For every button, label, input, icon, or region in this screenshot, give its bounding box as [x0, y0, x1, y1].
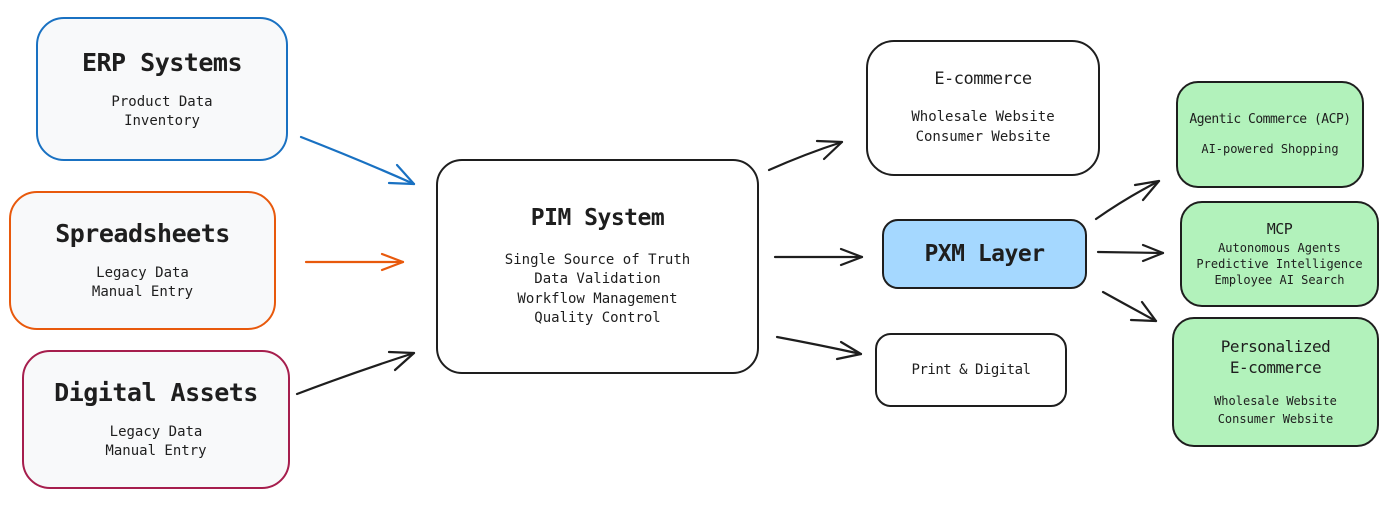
- ecommerce-detail-line: Consumer Website: [915, 129, 1051, 145]
- arrow-pim-to-print: [775, 335, 863, 361]
- pxm-layer-box: PXM Layer: [882, 219, 1087, 289]
- print-digital-title: Print & Digital: [911, 362, 1031, 378]
- spreadsheets-title: Spreadsheets: [55, 219, 230, 248]
- mcp-title: MCP: [1266, 220, 1293, 238]
- arrow-erp-to-pim: [299, 135, 416, 186]
- arrow-pxm-to-acp: [1094, 179, 1161, 221]
- pim-system-box: PIM System Single Source of Truth Data V…: [436, 159, 759, 374]
- pim-system-title: PIM System: [530, 204, 665, 231]
- mcp-detail-line: Employee AI Search: [1214, 273, 1345, 287]
- personalized-ecommerce-title: Personalized E-commerce: [1221, 336, 1331, 378]
- pxm-layer-title: PXM Layer: [924, 241, 1045, 267]
- arrow-pim-to-pxm: [773, 247, 864, 267]
- ecommerce-detail-line: Wholesale Website: [911, 109, 1055, 125]
- erp-systems-box: ERP Systems Product Data Inventory: [36, 17, 288, 161]
- spreadsheets-box: Spreadsheets Legacy Data Manual Entry: [9, 191, 276, 330]
- arrow-assets-to-pim: [295, 350, 416, 396]
- digital-assets-details: Legacy Data Manual Entry: [105, 423, 206, 461]
- personalized-ecommerce-box: Personalized E-commerce Wholesale Websit…: [1172, 317, 1379, 447]
- pim-detail-line: Data Validation: [534, 271, 661, 287]
- spreadsheets-detail-line: Manual Entry: [91, 284, 194, 300]
- pim-detail-line: Workflow Management: [517, 290, 678, 307]
- pim-detail-line: Quality Control: [534, 310, 661, 326]
- digital-assets-box: Digital Assets Legacy Data Manual Entry: [22, 350, 290, 489]
- ecommerce-box: E-commerce Wholesale Website Consumer We…: [866, 40, 1100, 176]
- digital-assets-detail-line: Manual Entry: [105, 443, 207, 459]
- ecommerce-title: E-commerce: [934, 69, 1032, 89]
- personalized-detail-line: Consumer Website: [1217, 412, 1334, 426]
- pim-detail-line: Single Source of Truth: [504, 251, 691, 268]
- arrow-pxm-to-personalized: [1101, 290, 1158, 323]
- pim-system-details: Single Source of Truth Data Validation W…: [505, 251, 690, 329]
- arrow-pim-to-ecommerce: [767, 139, 844, 172]
- personalized-title-line: E-commerce: [1229, 358, 1322, 377]
- personalized-detail-line: Wholesale Website: [1214, 394, 1337, 408]
- arrow-spreadsheets-to-pim: [304, 252, 405, 272]
- agentic-commerce-details: AI-powered Shopping: [1201, 141, 1338, 157]
- mcp-detail-line: Autonomous Agents: [1218, 241, 1341, 255]
- mcp-details: Autonomous Agents Predictive Intelligenc…: [1196, 240, 1362, 288]
- mcp-detail-line: Predictive Intelligence: [1196, 257, 1363, 271]
- spreadsheets-detail-line: Legacy Data: [96, 265, 189, 281]
- erp-detail-line: Product Data: [111, 93, 213, 110]
- arrow-pxm-to-mcp: [1096, 243, 1165, 263]
- personalized-ecommerce-details: Wholesale Website Consumer Website: [1214, 392, 1337, 428]
- spreadsheets-details: Legacy Data Manual Entry: [92, 264, 193, 302]
- erp-systems-details: Product Data Inventory: [111, 93, 212, 131]
- agentic-commerce-box: Agentic Commerce (ACP) AI-powered Shoppi…: [1176, 81, 1364, 188]
- agentic-commerce-detail-line: AI-powered Shopping: [1201, 142, 1339, 156]
- mcp-box: MCP Autonomous Agents Predictive Intelli…: [1180, 201, 1379, 307]
- erp-systems-title: ERP Systems: [81, 47, 243, 77]
- digital-assets-detail-line: Legacy Data: [109, 424, 203, 440]
- ecommerce-details: Wholesale Website Consumer Website: [911, 107, 1054, 147]
- digital-assets-title: Digital Assets: [54, 378, 258, 407]
- print-digital-box: Print & Digital: [875, 333, 1067, 407]
- erp-detail-line: Inventory: [124, 112, 200, 129]
- agentic-commerce-title: Agentic Commerce (ACP): [1189, 112, 1351, 127]
- personalized-title-line: Personalized: [1220, 337, 1331, 356]
